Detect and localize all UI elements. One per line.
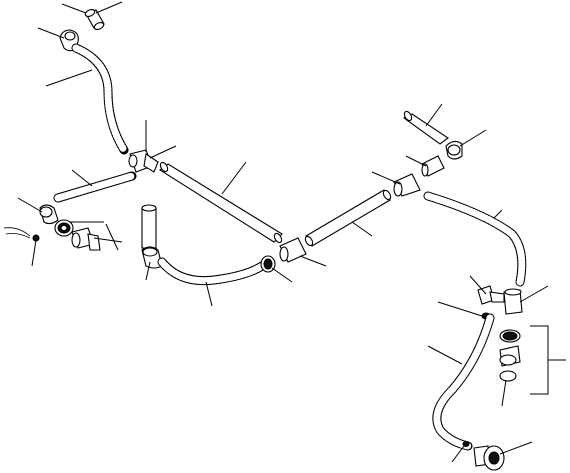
tee-fitting-lower-right	[503, 288, 523, 315]
leader-line-19	[371, 171, 401, 185]
leader-line-30	[451, 445, 465, 463]
tee-fitting-left	[128, 149, 159, 173]
leader-line-15	[205, 281, 213, 307]
leader-line-4	[45, 69, 93, 87]
elbow-top-left	[59, 29, 79, 52]
long-pipe-right	[304, 189, 392, 247]
leader-line-8	[221, 161, 247, 195]
leader-line-20	[405, 155, 427, 167]
leader-line-3	[37, 27, 65, 39]
leader-line-25	[469, 275, 487, 295]
bellows-hose-upper-left	[71, 43, 129, 155]
leader-line-23	[493, 209, 503, 219]
fitting-stack-right	[499, 329, 521, 382]
washer-bottom	[462, 441, 470, 447]
short-pipe-top-left	[84, 9, 105, 30]
tee-fitting-center	[279, 237, 307, 263]
leader-line-13	[31, 239, 37, 267]
leader-line-22	[459, 129, 487, 147]
vertical-pipe-center-left	[141, 204, 157, 249]
short-pipe-top-right	[402, 110, 449, 145]
bellows-hose-lower-center	[157, 257, 267, 286]
leader-line-1	[95, 1, 123, 14]
bracket-group-right	[530, 325, 549, 395]
leader-line-12	[105, 223, 119, 251]
leader-line-7	[71, 169, 93, 187]
elbow-top-right	[445, 140, 463, 160]
braided-hose	[432, 313, 495, 451]
leader-line-31	[499, 441, 533, 455]
leader-line-2	[61, 3, 87, 14]
short-pipe-right	[421, 155, 445, 177]
wire-lead	[3, 227, 40, 242]
leader-line-26	[437, 301, 483, 317]
clamp-ring-center	[260, 255, 276, 273]
leader-line-21	[425, 103, 443, 127]
tee-fitting-right	[393, 173, 421, 197]
leader-line-11	[93, 237, 123, 243]
leader-line-9	[17, 197, 43, 213]
bellows-hose-right	[423, 191, 527, 287]
bellows-hose-left	[53, 171, 137, 203]
leader-line-17	[299, 255, 327, 267]
elbow-fitting-left	[39, 204, 59, 225]
leader-line-14	[145, 261, 151, 281]
leader-line-16	[271, 267, 293, 283]
nut-fitting	[71, 227, 101, 251]
leader-line-27	[501, 379, 507, 407]
leader-line-29	[427, 345, 463, 365]
long-pipe-left	[159, 161, 283, 244]
elbow-nipple-right	[477, 285, 505, 305]
coupling-ring	[54, 219, 74, 237]
leader-line-6	[149, 145, 177, 159]
knob-fitting-bottom	[473, 445, 505, 471]
leader-line-24	[519, 285, 549, 303]
leader-line-18	[351, 221, 373, 237]
